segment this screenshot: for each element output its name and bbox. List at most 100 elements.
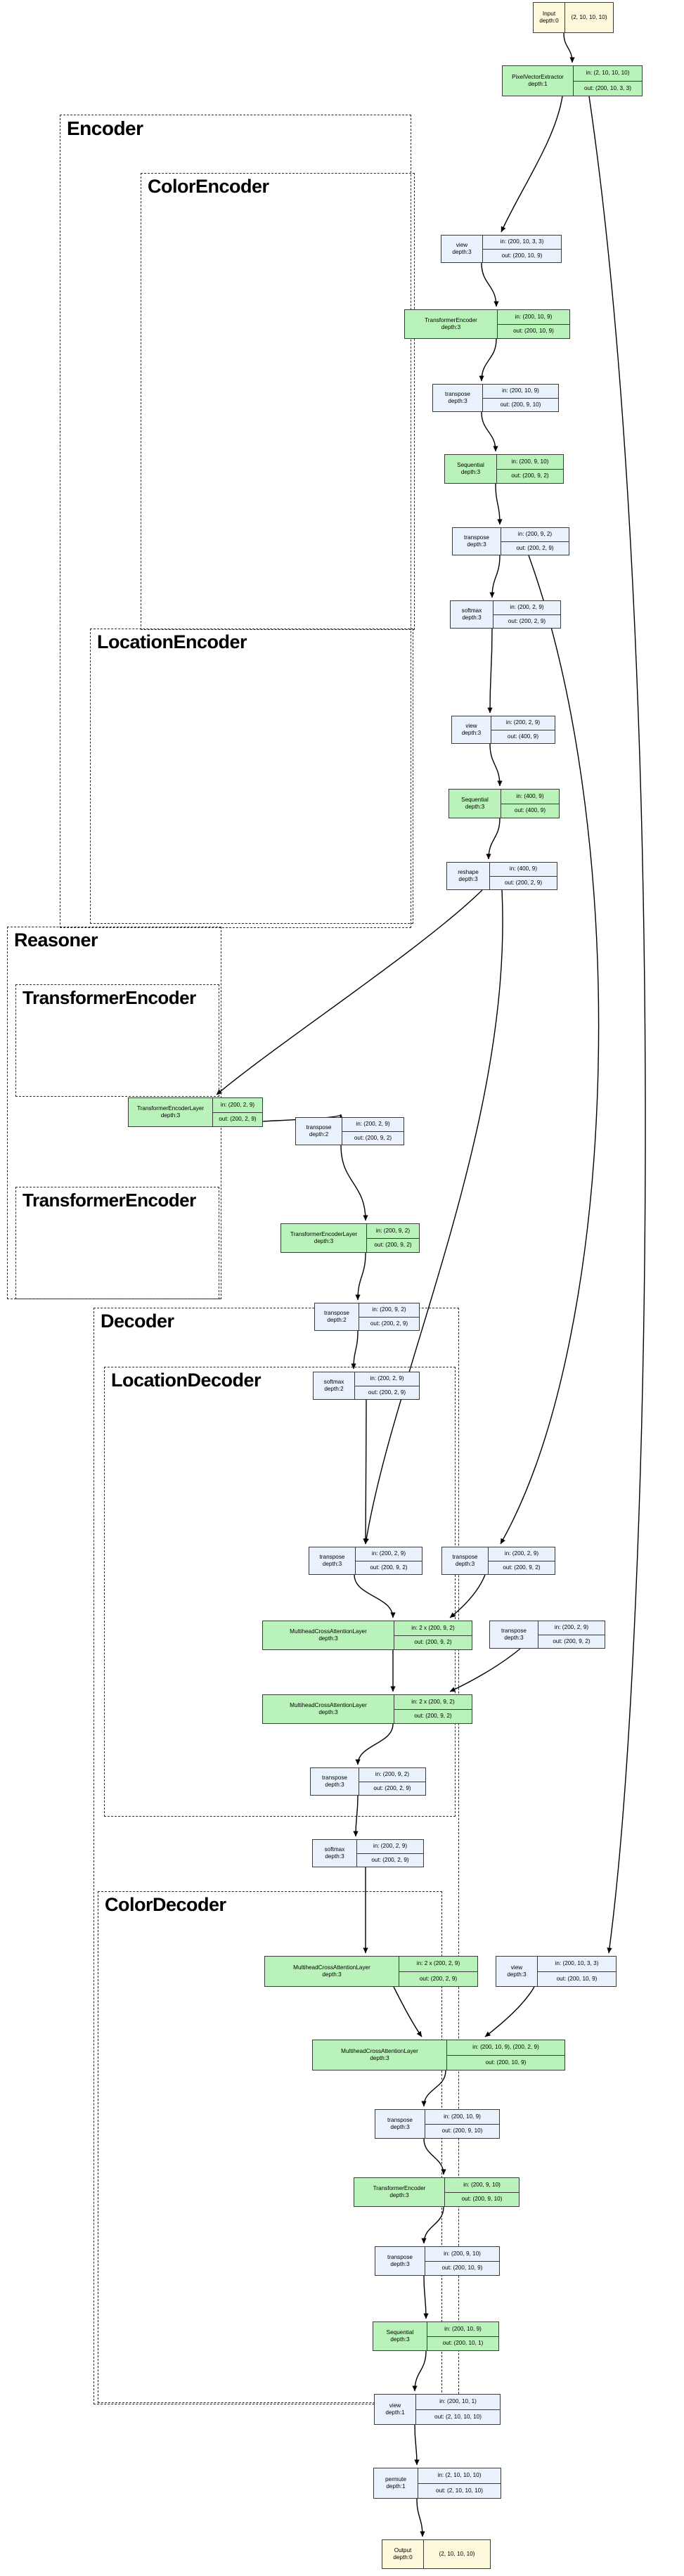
node-title: Sequential (461, 797, 489, 804)
node-depth: depth:3 (461, 730, 482, 736)
edge-re2_tel-to-re_tr2 (355, 1252, 366, 1301)
cluster-title-transformer_encoder_2: TransformerEncoder (22, 1190, 196, 1211)
node-io-row: out: (2, 10, 10, 10) (418, 2482, 501, 2498)
node-title: MultiheadCrossAttentionLayer (290, 1702, 367, 1709)
node-depth: depth:1 (386, 2483, 406, 2490)
edge-ld_tr_b-to-ld_mca1 (449, 1574, 486, 1618)
node-io-out_view: in: (200, 10, 1)out: (2, 10, 10, 10) (415, 2395, 500, 2424)
node-io-ld_mca1: in: 2 x (200, 9, 2)out: (200, 9, 2) (394, 1621, 472, 1649)
node-io-ce_softmax: in: (200, 2, 9)out: (200, 2, 9) (493, 601, 560, 628)
node-io-row: in: 2 x (200, 2, 9) (399, 1957, 477, 1971)
node-io-row: out: (2, 10, 10, 10) (416, 2409, 500, 2424)
node-depth: depth:3 (441, 324, 461, 330)
cluster-title-color_decoder: ColorDecoder (105, 1894, 226, 1915)
node-io-row: out: (200, 2, 9) (359, 1781, 425, 1795)
node-depth: depth:3 (314, 1238, 334, 1244)
node-io-row: in: (400, 9) (501, 790, 559, 804)
node-io-ld_tr_d: in: (200, 9, 2)out: (200, 2, 9) (359, 1768, 425, 1795)
cluster-title-color_encoder: ColorEncoder (148, 176, 269, 197)
node-io-ld_tr_a: in: (200, 2, 9)out: (200, 9, 2) (355, 1547, 422, 1574)
node-title: transpose (324, 1310, 349, 1317)
node-io-re_tr2: in: (200, 9, 2)out: (200, 2, 9) (359, 1303, 419, 1330)
node-io-row: out: (200, 10, 9) (498, 323, 569, 338)
node-io-le_reshape: in: (400, 9)out: (200, 2, 9) (489, 863, 557, 889)
node-io-row: out: (200, 9, 2) (394, 1635, 472, 1649)
node-io-row: in: (200, 10, 9) (483, 385, 558, 398)
node-title: MultiheadCrossAttentionLayer (290, 1628, 367, 1635)
node-depth: depth:0 (393, 2554, 413, 2561)
node-title: reshape (458, 869, 479, 876)
node-io-re2_tel: in: (200, 9, 2)out: (200, 9, 2) (366, 1224, 419, 1252)
node-io-ld_softmax: in: (200, 2, 9)out: (200, 2, 9) (356, 1840, 423, 1867)
edge-cd_mca1-to-cd_mca2 (393, 1986, 422, 2037)
node-io-row: in: (200, 2, 9) (355, 1372, 419, 1386)
node-title: Sequential (457, 462, 484, 469)
edge-ld_tr_d-to-ld_softmax (353, 1795, 359, 1837)
edge-ce_tr2-to-ce_softmax (489, 555, 501, 598)
node-depth: depth:0 (539, 18, 559, 24)
edge-ce_view-to-ce_tenc (481, 262, 499, 307)
node-io-row: in: (200, 10, 1) (416, 2395, 500, 2409)
node-io-row: in: 2 x (200, 9, 2) (394, 1695, 472, 1709)
node-depth: depth:3 (460, 469, 481, 475)
node-io-row: in: (200, 2, 9) (213, 1098, 262, 1112)
node-io-row: out: (200, 10, 9) (483, 248, 561, 262)
node-io-ce_tr2: in: (200, 9, 2)out: (200, 2, 9) (501, 528, 569, 555)
node-depth: depth:3 (390, 2261, 410, 2267)
node-io-row: out: (200, 2, 9) (501, 541, 569, 555)
node-title: Input (542, 11, 556, 18)
node-io-row: in: (200, 10, 3, 3) (483, 236, 561, 249)
node-io-row: in: (2, 10, 10, 10) (418, 2468, 501, 2483)
edge-ce_tenc-to-ce_tr1 (479, 338, 497, 382)
node-title: TransformerEncoder (425, 317, 477, 324)
node-title: permute (385, 2476, 407, 2483)
edge-le_seq-to-le_reshape (486, 818, 501, 860)
node-io-row: out: (200, 9, 2) (356, 1560, 422, 1574)
node-io-row: out: (400, 9) (501, 803, 559, 818)
